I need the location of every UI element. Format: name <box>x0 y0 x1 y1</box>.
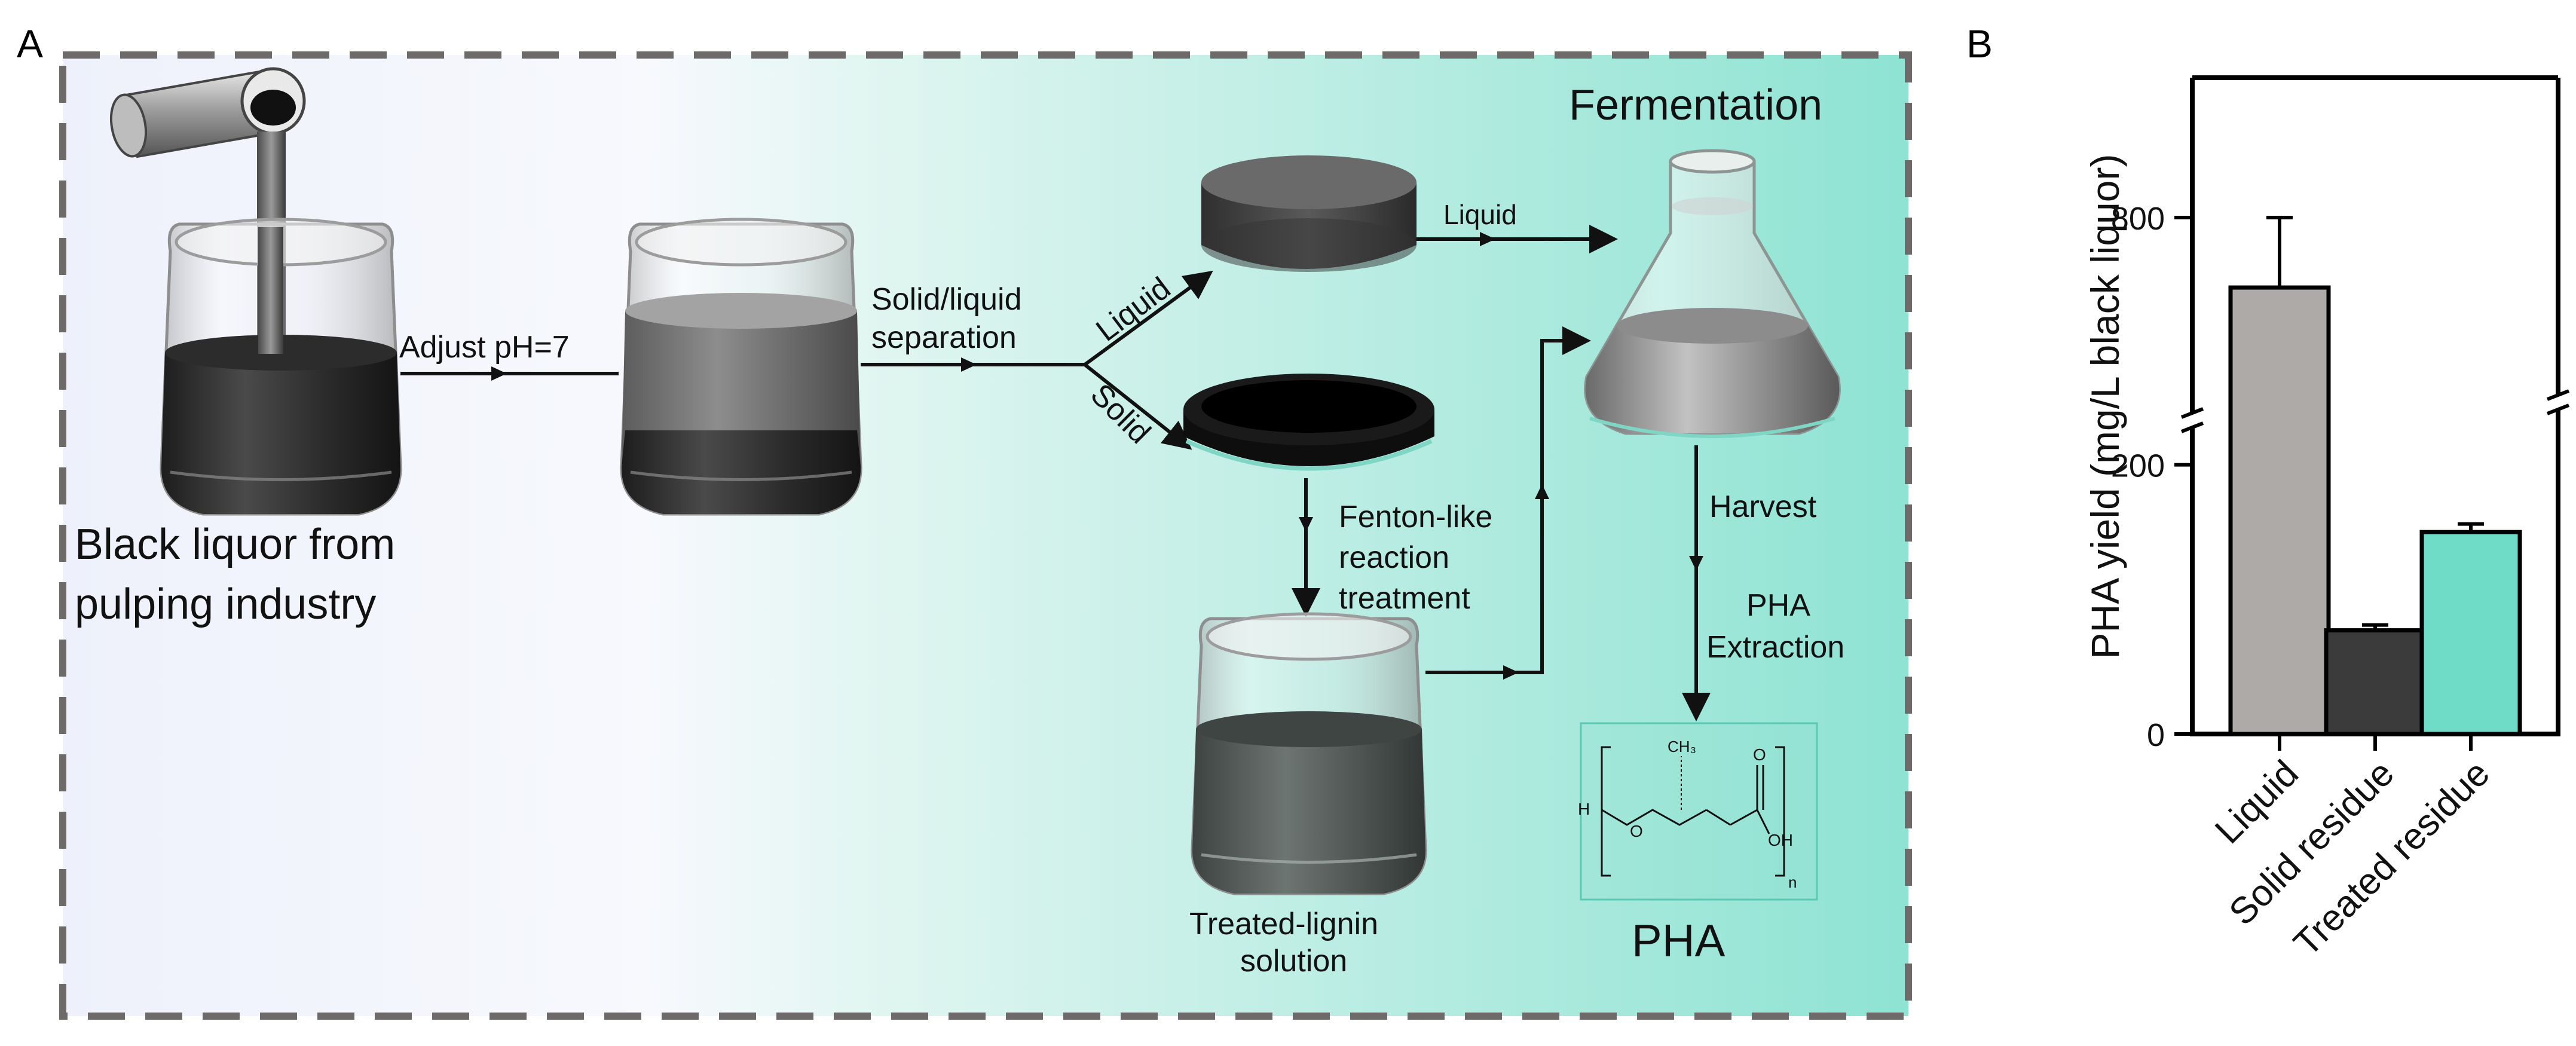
liquid-fraction-disk <box>1201 155 1417 272</box>
bars <box>2228 216 2522 736</box>
panel-a-dashed-border <box>59 51 1912 1020</box>
solid-residue-disk <box>1183 374 1434 471</box>
treated-label-line1: Treated-lignin <box>1189 907 1378 941</box>
arrow-treated-to-flask <box>1425 326 1591 674</box>
panel-a-background <box>63 55 1908 1016</box>
arrow-fenton-mid <box>1299 517 1313 532</box>
y-ticks: 0 200 800 <box>2111 201 2192 753</box>
beaker-ph-adjusted <box>620 218 862 516</box>
bar <box>2228 285 2331 736</box>
y-tick-label: 800 <box>2111 201 2165 237</box>
product-label: PHA <box>1632 916 1726 967</box>
beaker-black-liquor <box>160 218 402 516</box>
fenton-label-line1: Fenton-like <box>1339 500 1492 534</box>
arrow-separation-mid <box>961 357 977 372</box>
harvest-label: Harvest <box>1709 490 1817 524</box>
structure-o: O <box>1630 822 1643 840</box>
structure-oh: OH <box>1768 831 1793 849</box>
arrow-adjust-ph-mid <box>491 366 507 381</box>
step-adjust-ph: Adjust pH=7 <box>399 330 570 365</box>
y-tick-label: 200 <box>2111 448 2165 484</box>
step-separation-line2: separation <box>871 320 1017 355</box>
structure-h: H <box>1578 800 1590 818</box>
x-tick-label: Solid residue <box>2222 753 2402 933</box>
structure-methyl: CH₃ <box>1668 738 1696 756</box>
structure-n: n <box>1788 873 1797 891</box>
source-label-line1: Black liquor from <box>75 521 395 568</box>
panel-a-letter: A <box>17 22 43 66</box>
bar <box>2324 628 2427 736</box>
arrow-harvest-mid1 <box>1689 556 1703 571</box>
structure-carbonyl-o: O <box>1753 745 1766 764</box>
beaker-treated-lignin <box>1191 612 1427 895</box>
y-axis-label: PHA yield (mg/L black liquor) <box>2083 154 2127 659</box>
panel-b-letter: B <box>1966 22 1993 66</box>
bar <box>2419 530 2522 736</box>
arrow-treated-mid <box>1503 665 1519 680</box>
treated-label-line2: solution <box>1240 944 1347 978</box>
axis-break-right-2 <box>2546 403 2570 415</box>
source-label-line2: pulping industry <box>75 580 376 628</box>
axis-break-right-1 <box>2546 389 2570 401</box>
step-separation-line1: Solid/liquid <box>871 282 1022 317</box>
axis-break-left-1 <box>2180 407 2204 419</box>
fenton-label-line3: treatment <box>1339 581 1470 616</box>
arrow-liquid-label: Liquid <box>1443 199 1517 230</box>
fermentation-flask <box>1584 149 1841 438</box>
arrow-treated-up-mid <box>1535 484 1549 499</box>
extraction-label-line1: PHA <box>1746 588 1810 623</box>
pha-structure: CH₃ H O O OH n <box>1578 722 1818 901</box>
branch-solid-line <box>1084 363 1192 450</box>
branch-liquid-line <box>1084 270 1213 366</box>
axis-break-left-2 <box>2180 421 2204 433</box>
y-tick-label: 0 <box>2147 717 2165 753</box>
extraction-label-line2: Extraction <box>1706 630 1844 665</box>
arrow-liquid-mid <box>1480 232 1495 246</box>
fenton-label-line2: reaction <box>1339 540 1449 575</box>
fermentation-title: Fermentation <box>1569 81 1822 129</box>
